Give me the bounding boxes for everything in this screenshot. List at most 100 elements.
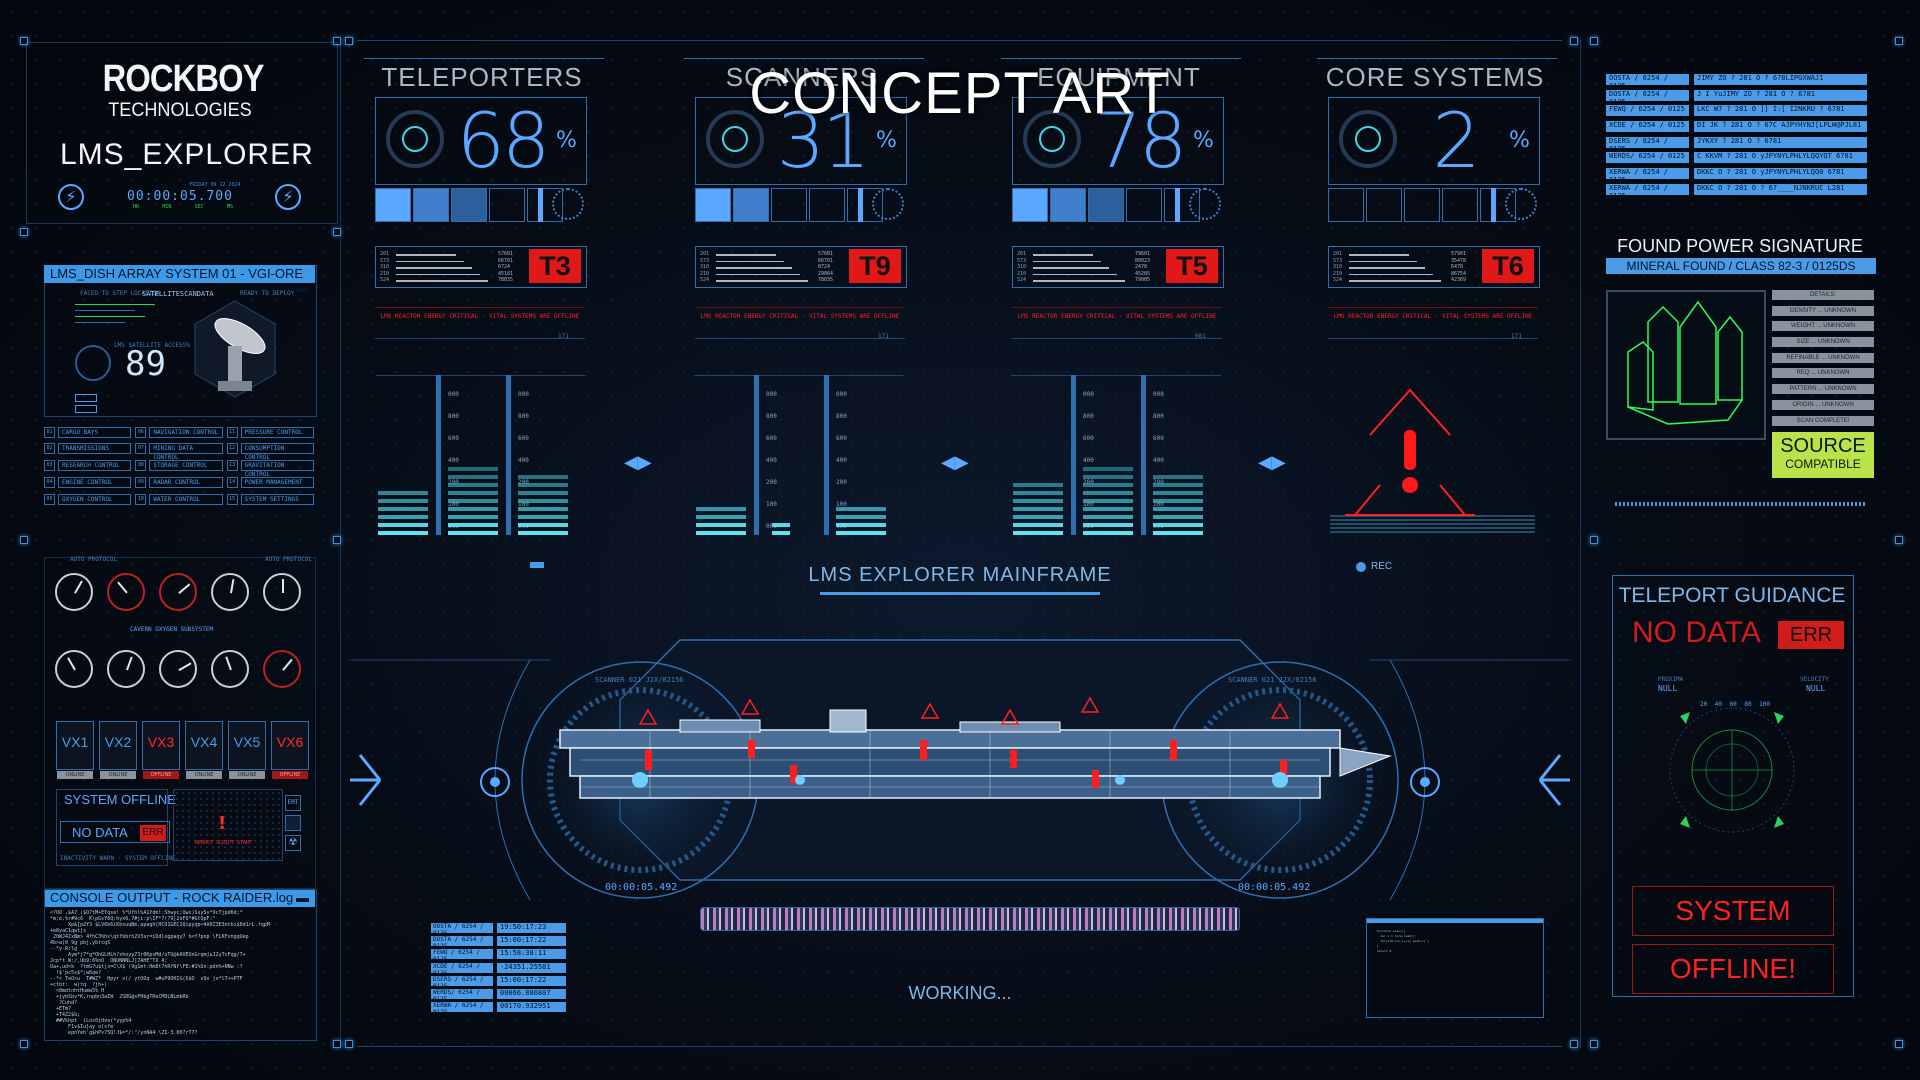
reading-label: 524 [700, 277, 710, 283]
reading-label: 201 [700, 251, 710, 257]
bar-segment [448, 523, 498, 527]
mainframe-data-value: 00170.932951 [497, 1002, 566, 1013]
corner-marker [1590, 37, 1598, 45]
bar-axis [506, 375, 511, 535]
bar-segment [378, 531, 428, 535]
bar-segment [448, 515, 498, 519]
bar-segment [836, 507, 886, 511]
vx-label: VX2 [104, 734, 132, 750]
nav-arrows-2[interactable]: ◀▶ [941, 452, 969, 473]
bar-tick-label: 400 [766, 457, 777, 464]
working-progress-bar [700, 907, 1240, 931]
system-title-rule [1001, 58, 1241, 59]
brand-name: ROCKBOY [102, 58, 265, 100]
mainframe-title: LMS EXPLORER MAINFRAME [808, 564, 1112, 586]
menu-item-number: 15 [226, 493, 238, 505]
crystal-icon [1627, 300, 1743, 425]
system-status-button[interactable]: SYSTEM [1632, 886, 1834, 936]
mainframe-data-row: XCDE / 6254 / 0125-24351.25581 [431, 962, 571, 977]
id-list-key: OOSTA / 6254 / 0125 [1606, 74, 1689, 90]
system-percent-value: 68 [456, 96, 551, 185]
teleport-err: ERR [1778, 621, 1844, 649]
frame-lines [357, 40, 1562, 41]
bar-tick-label: 600 [1083, 435, 1094, 442]
vx-label: VX5 [233, 734, 261, 750]
reboot-label: REBOOT SCRIPT START [195, 840, 253, 846]
pressure-gauge [159, 573, 197, 611]
console-header: CONSOLE OUTPUT - ROCK RAIDER.log▬ [44, 889, 315, 907]
menu-item-label: WATER CONTROL [149, 493, 223, 505]
nav-arrows-3[interactable]: ◀▶ [1258, 452, 1286, 473]
bar-tick-label: 000 [518, 391, 529, 398]
system-title-1: SCANNERS [725, 62, 879, 92]
bar-segment [836, 515, 886, 519]
vx-status: ONLINE [229, 771, 265, 779]
mineral-detail-row: ORIGIN ... UNKNOWN [1772, 399, 1874, 410]
menu-item-number: 07 [135, 443, 147, 455]
rec-label[interactable]: REC [1371, 561, 1393, 572]
dish-toggles[interactable] [75, 394, 175, 413]
reading-value: 6478 [1451, 264, 1464, 270]
scan-data-lines [75, 300, 175, 336]
satellite-scan-label: SATELLITESCANDATA [142, 290, 214, 298]
dish-label-ready: READY TO DEPLOY [240, 290, 295, 297]
console-line: !$'pc5s$*;w6qe? [50, 970, 102, 976]
menu-item-label: TRANSMISSIONS [58, 443, 132, 455]
right-alert-icon[interactable]: ⚡ [275, 184, 301, 210]
reading-value: 57601 [818, 251, 834, 257]
bar-segment [1153, 499, 1203, 503]
offline-status-button[interactable]: OFFLINE! [1632, 944, 1834, 994]
system-percent-unit: % [876, 128, 897, 153]
bar-segment [1153, 531, 1203, 535]
id-list-value: LKC W7 ? 281 O ]] I:[ I2NKRU ? 6781 [1694, 105, 1867, 117]
core-bar-segment [1330, 531, 1535, 533]
core-bar-segment [1330, 519, 1535, 521]
reading-label: 210 [700, 270, 710, 277]
teleport-title: TELEPORT GUIDANCE [1618, 584, 1846, 607]
bar-tick-label: 800 [1083, 413, 1094, 420]
menu-item-label: RADAR CONTROL [149, 476, 223, 488]
bar-tick-label: 000 [1083, 391, 1094, 398]
corner-marker [345, 37, 353, 45]
side-buttons[interactable]: ERT ☢ [285, 795, 301, 851]
left-alert-icon[interactable]: ⚡ [58, 184, 84, 210]
bar-tick-label: 400 [448, 457, 459, 464]
nav-arrows-1[interactable]: ◀▶ [624, 452, 652, 473]
reading-value: 29064 [818, 270, 834, 277]
nodata-label: NO DATA [72, 825, 128, 840]
